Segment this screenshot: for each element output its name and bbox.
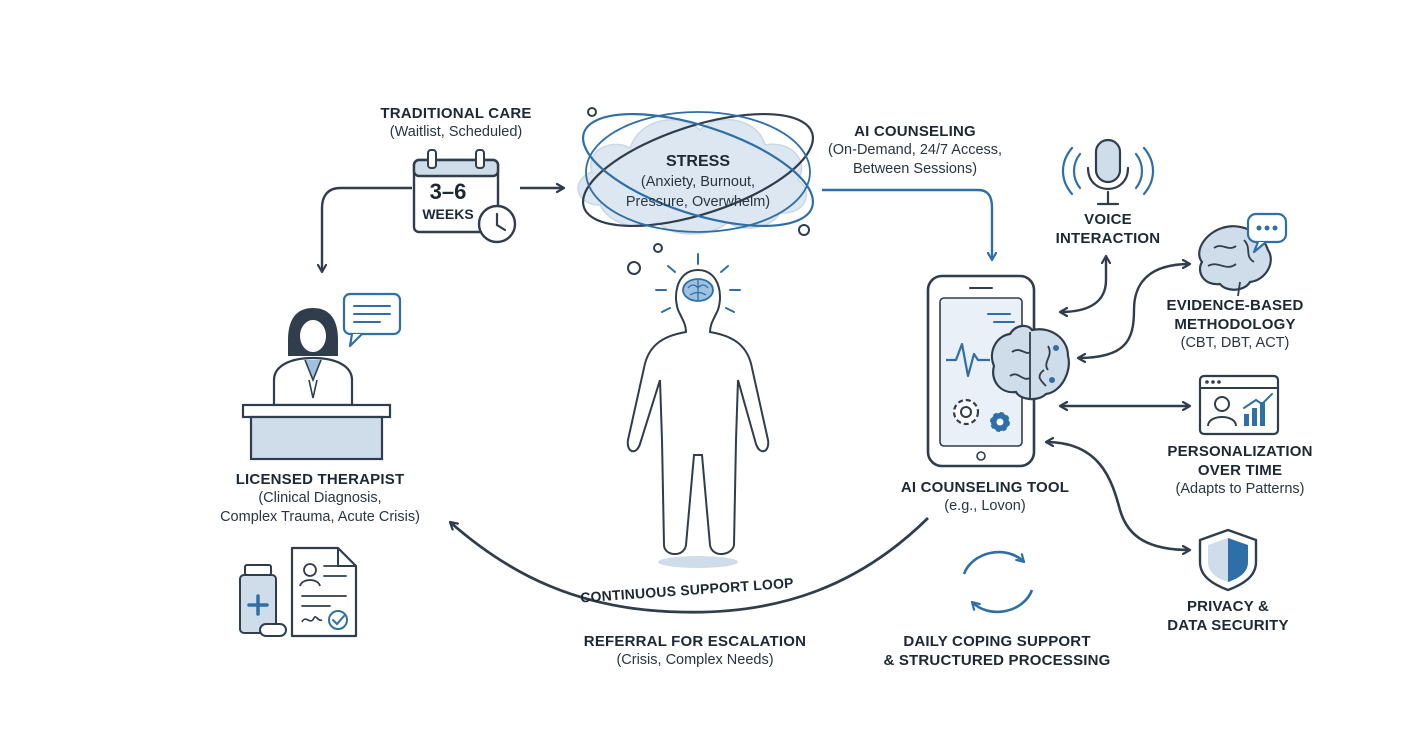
wait-number: 3–6 (429, 179, 467, 204)
ai-counseling-label: AI COUNSELING (On-Demand, 24/7 Access, B… (810, 122, 1020, 179)
ai-counseling-line1: (On-Demand, 24/7 Access, (827, 142, 1003, 158)
microphone-icon (1061, 138, 1155, 206)
stress-line1: (Anxiety, Burnout, (640, 174, 756, 190)
therapist-icon (241, 292, 402, 461)
evidence-line2: METHODOLOGY (1174, 316, 1296, 333)
traditional-care-label: TRADITIONAL CARE (Waitlist, Scheduled) (366, 104, 546, 142)
arrows (322, 188, 1190, 614)
daily-coping-label: DAILY COPING SUPPORT & STRUCTURED PROCES… (872, 632, 1122, 670)
stress-cloud-icon (577, 107, 815, 275)
evidence-line1: EVIDENCE-BASED (1166, 297, 1304, 314)
ai-counseling-tool-label: AI COUNSELING TOOL (e.g., Lovon) (890, 478, 1080, 516)
voice-line2: INTERACTION (1055, 230, 1161, 247)
personalization-label: PERSONALIZATION OVER TIME (Adapts to Pat… (1150, 442, 1330, 499)
privacy-line2: DATA SECURITY (1167, 617, 1289, 634)
phone-ai-tool-icon (926, 274, 1070, 468)
traditional-care-title: TRADITIONAL CARE (380, 105, 532, 122)
personalization-line2: OVER TIME (1197, 462, 1283, 479)
voice-line1: VOICE (1084, 211, 1132, 228)
personalization-line1: PERSONALIZATION (1167, 443, 1313, 460)
ai-counseling-line2: Between Sessions) (852, 161, 978, 177)
shield-icon (1198, 528, 1258, 592)
tool-title: AI COUNSELING TOOL (900, 479, 1070, 496)
daily-line2: & STRUCTURED PROCESSING (883, 652, 1111, 669)
referral-label: REFERRAL FOR ESCALATION (Crisis, Complex… (570, 632, 820, 670)
privacy-line1: PRIVACY & (1186, 598, 1270, 615)
evidence-based-label: EVIDENCE-BASED METHODOLOGY (CBT, DBT, AC… (1160, 296, 1310, 353)
personalization-subtitle: (Adapts to Patterns) (1175, 481, 1305, 497)
voice-interaction-label: VOICE INTERACTION (1038, 210, 1178, 248)
tool-subtitle: (e.g., Lovon) (944, 498, 1026, 514)
stress-label: STRESS (Anxiety, Burnout, Pressure, Over… (600, 152, 796, 212)
therapist-line1: (Clinical Diagnosis, (258, 490, 382, 506)
wait-unit: WEEKS (422, 206, 474, 222)
evidence-subtitle: (CBT, DBT, ACT) (1180, 335, 1290, 351)
stress-line2: Pressure, Overwhelm) (625, 194, 771, 210)
ai-counseling-title: AI COUNSELING (854, 123, 976, 140)
referral-title: REFERRAL FOR ESCALATION (583, 633, 807, 650)
dashboard-icon (1198, 374, 1280, 436)
traditional-care-subtitle: (Waitlist, Scheduled) (389, 124, 523, 140)
medication-documents-icon (239, 546, 358, 638)
therapist-title: LICENSED THERAPIST (235, 471, 405, 488)
refresh-cycle-icon (962, 550, 1034, 614)
daily-line1: DAILY COPING SUPPORT (903, 633, 1091, 650)
privacy-label: PRIVACY & DATA SECURITY (1148, 597, 1308, 635)
stress-title: STRESS (665, 153, 730, 170)
licensed-therapist-label: LICENSED THERAPIST (Clinical Diagnosis, … (200, 470, 440, 527)
therapist-line2: Complex Trauma, Acute Crisis) (220, 509, 420, 525)
referral-subtitle: (Crisis, Complex Needs) (616, 652, 774, 668)
calendar-icon (412, 149, 517, 244)
brain-chat-icon (1198, 212, 1288, 297)
person-icon (626, 253, 770, 568)
